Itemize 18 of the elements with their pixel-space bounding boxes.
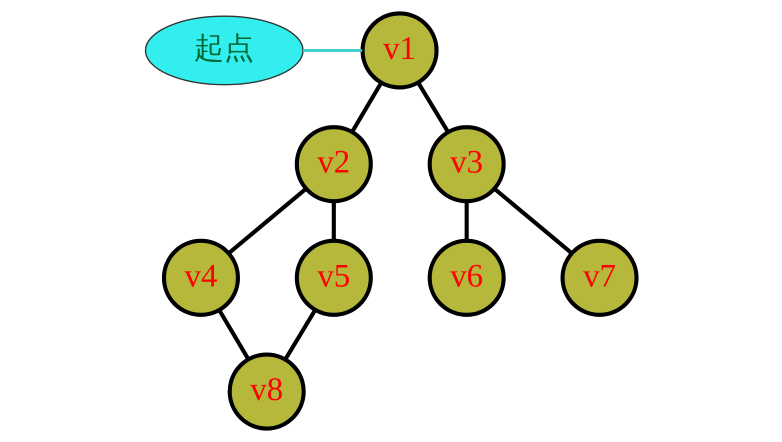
node-circle: v2 xyxy=(294,125,373,204)
node-ellipse: 起点 xyxy=(144,16,304,86)
node-circle: v3 xyxy=(428,125,506,204)
node-circle: v8 xyxy=(228,352,306,431)
connector xyxy=(416,82,450,134)
connector xyxy=(332,201,336,241)
connector xyxy=(303,49,362,52)
node-circle: v5 xyxy=(294,238,373,317)
node-circle: v6 xyxy=(428,238,506,317)
connector xyxy=(284,309,317,360)
connector xyxy=(228,187,307,255)
connector xyxy=(350,82,384,133)
node-circle: v1 xyxy=(360,11,439,90)
connector xyxy=(464,201,469,241)
node-circle: v7 xyxy=(560,238,639,317)
node-circle: v4 xyxy=(162,238,240,317)
connector xyxy=(218,309,250,360)
connector xyxy=(494,187,573,255)
